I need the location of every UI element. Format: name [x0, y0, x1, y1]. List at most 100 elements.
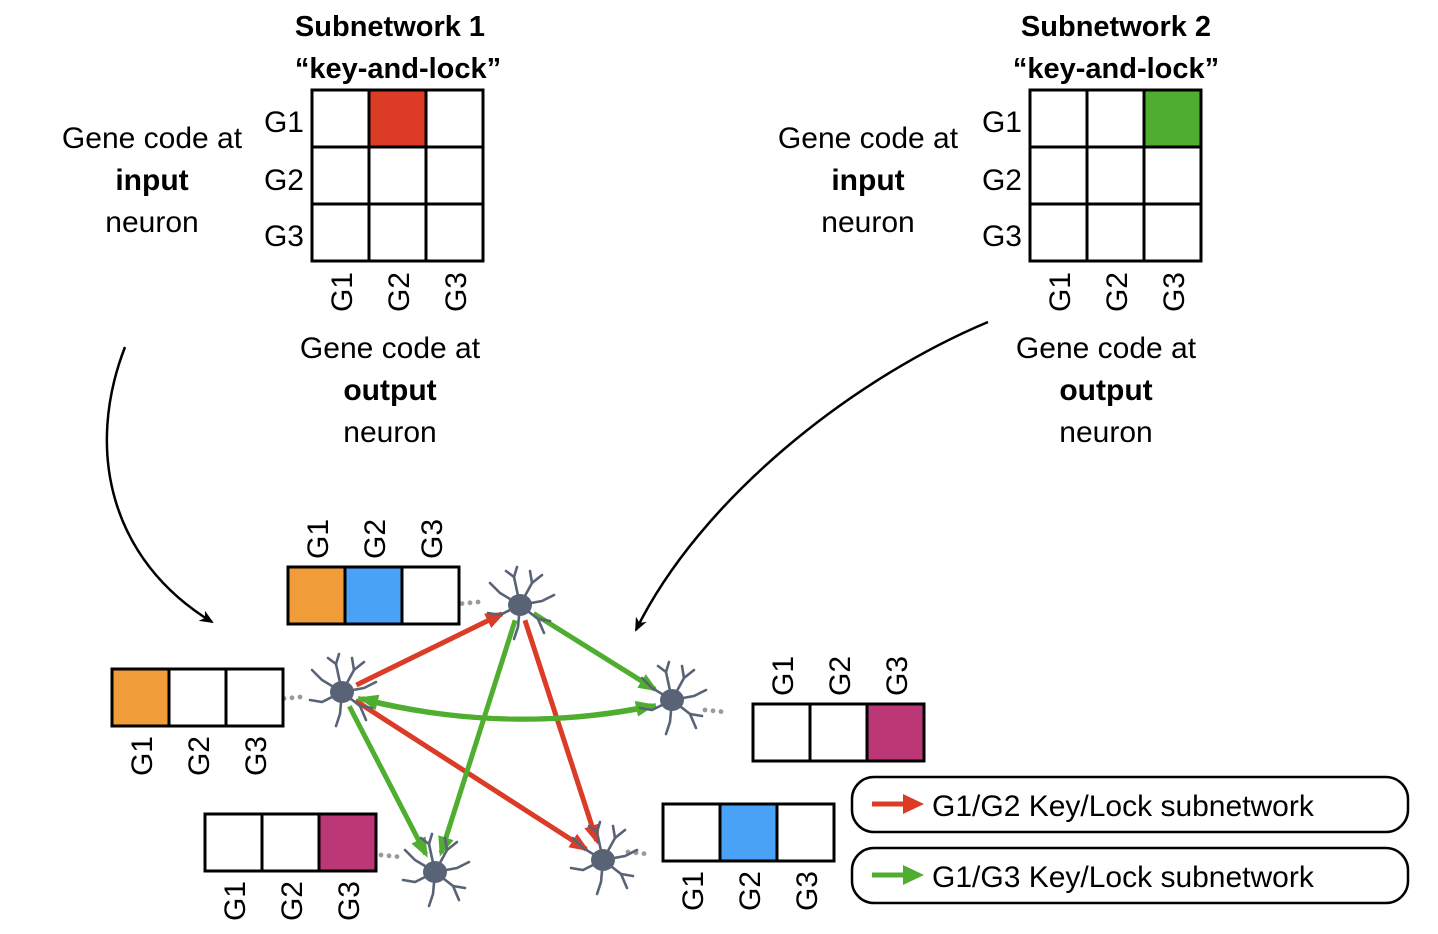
edge-top-to-bottom-left: [438, 619, 518, 857]
sn2-cell-g3-g2: [1085, 202, 1146, 263]
gene-cell-g3: [317, 812, 378, 873]
connector-dot: [289, 695, 295, 701]
sn1-cell-g1-g1: [310, 88, 371, 149]
sn2-cell-g2-g3: [1142, 145, 1203, 206]
sn2-cell-g1-g3: [1142, 88, 1203, 149]
legend-red-label: G1/G2 Key/Lock subnetwork: [932, 790, 1315, 823]
legend: G1/G2 Key/Lock subnetwork G1/G3 Key/Lock…: [850, 775, 1410, 905]
gene-cell-g3: [400, 565, 461, 626]
gene-label: G1: [126, 736, 159, 776]
gene-cell-g2: [808, 702, 869, 763]
connector-dot: [467, 600, 473, 606]
sn1-output-label-line1: Gene code at: [300, 332, 481, 365]
sn2-cell-g2-g1: [1028, 145, 1089, 206]
gene-cell-g2: [718, 802, 779, 863]
sn1-row-label: G1: [264, 106, 304, 139]
sn2-output-label-line3: neuron: [1059, 416, 1152, 449]
edge-left-to-top: [355, 611, 506, 688]
sn2-output-label-line1: Gene code at: [1016, 332, 1197, 365]
edge-left-to-bottom-left: [347, 705, 429, 858]
neuron-icon: [638, 660, 708, 736]
subnetwork-1-subtitle: “key-and-lock”: [295, 53, 501, 85]
sn2-col-label: G3: [1158, 272, 1191, 312]
edge-top-to-bottom-right: [522, 619, 600, 845]
gene-label: G3: [333, 881, 366, 921]
gene-label: G3: [240, 736, 273, 776]
sn1-cell-g3-g2: [367, 202, 428, 263]
legend-green-arrow-head: [903, 865, 924, 885]
sn1-cell-g1-g3: [424, 88, 485, 149]
gene-label: G1: [302, 519, 335, 559]
sn2-input-label-line2: input: [831, 164, 904, 197]
legend-item-green-box: [850, 846, 1410, 905]
sn1-row-label: G2: [264, 164, 304, 197]
edge-left-to-bottom-right: [354, 698, 590, 852]
network-edges: [347, 611, 659, 858]
edge-top-to-right: [532, 611, 659, 692]
gene-cell-g1: [203, 812, 264, 873]
sn2-cell-g1-g1: [1028, 88, 1089, 149]
subnetwork-1-title: Subnetwork 1: [295, 11, 485, 43]
legend-item-red-box: [850, 775, 1410, 834]
gene-label: G3: [791, 871, 824, 911]
gene-label: G3: [881, 656, 914, 696]
subnetwork-2-matrix: [1028, 88, 1203, 263]
subnetwork-2-subtitle: “key-and-lock”: [1013, 53, 1219, 85]
sn2-cell-g3-g3: [1142, 202, 1203, 263]
gene-label: G2: [734, 871, 767, 911]
sn2-cell-g3-g1: [1028, 202, 1089, 263]
gene-cell-g1: [286, 565, 347, 626]
gene-label: G2: [276, 881, 309, 921]
connector-dot: [378, 852, 384, 858]
legend-red-arrow-head: [903, 794, 924, 814]
sn2-input-label-line3: neuron: [821, 206, 914, 239]
sn1-col-label: G1: [326, 272, 359, 312]
gene-cell-g2: [260, 812, 321, 873]
sn2-cell-g1-g2: [1085, 88, 1146, 149]
gene-cell-g1: [110, 667, 171, 728]
gene-cell-g1: [751, 702, 812, 763]
gene-cell-g2: [167, 667, 228, 728]
legend-green-label: G1/G3 Key/Lock subnetwork: [932, 861, 1315, 894]
connector-dot: [459, 601, 465, 606]
edge-right-to-left: [358, 694, 657, 722]
sn2-col-label: G1: [1044, 272, 1077, 312]
gene-cell-g3: [224, 667, 285, 728]
sn1-row-label: G3: [264, 220, 304, 253]
gene-cell-g1: [661, 802, 722, 863]
gene-label: G1: [677, 871, 710, 911]
connector-dot: [710, 708, 716, 714]
connector-dot: [386, 853, 392, 859]
subnetwork-1-pointer-arrow: [105, 346, 214, 624]
sn2-row-label: G3: [982, 220, 1022, 253]
sn1-col-label: G3: [440, 272, 473, 312]
sn1-cell-g2-g1: [310, 145, 371, 206]
connector-dot: [394, 854, 400, 859]
connector-dot: [702, 707, 708, 713]
neuron-icon: [569, 820, 639, 896]
gene-label: G2: [183, 736, 216, 776]
connector-dot: [297, 694, 303, 700]
gene-label: G1: [767, 656, 800, 696]
gene-cell-g2: [343, 565, 404, 626]
sn1-output-label-line3: neuron: [343, 416, 436, 449]
connector-dot: [718, 709, 724, 714]
neuron-icon: [308, 652, 378, 728]
sn1-input-label-line1: Gene code at: [62, 122, 243, 155]
sn2-input-label-line1: Gene code at: [778, 122, 959, 155]
neuron-left: G1 G2 G3: [110, 652, 378, 776]
sn2-col-label: G2: [1101, 272, 1134, 312]
gene-label: G2: [359, 519, 392, 559]
subnetwork-2-title: Subnetwork 2: [1021, 11, 1211, 43]
sn1-output-label-line2: output: [343, 374, 436, 407]
neuron-icon: [486, 565, 556, 641]
neuron-bottom-right: G1 G2 G3: [569, 802, 836, 911]
sn1-input-label-line2: input: [115, 164, 188, 197]
sn2-row-label: G2: [982, 164, 1022, 197]
